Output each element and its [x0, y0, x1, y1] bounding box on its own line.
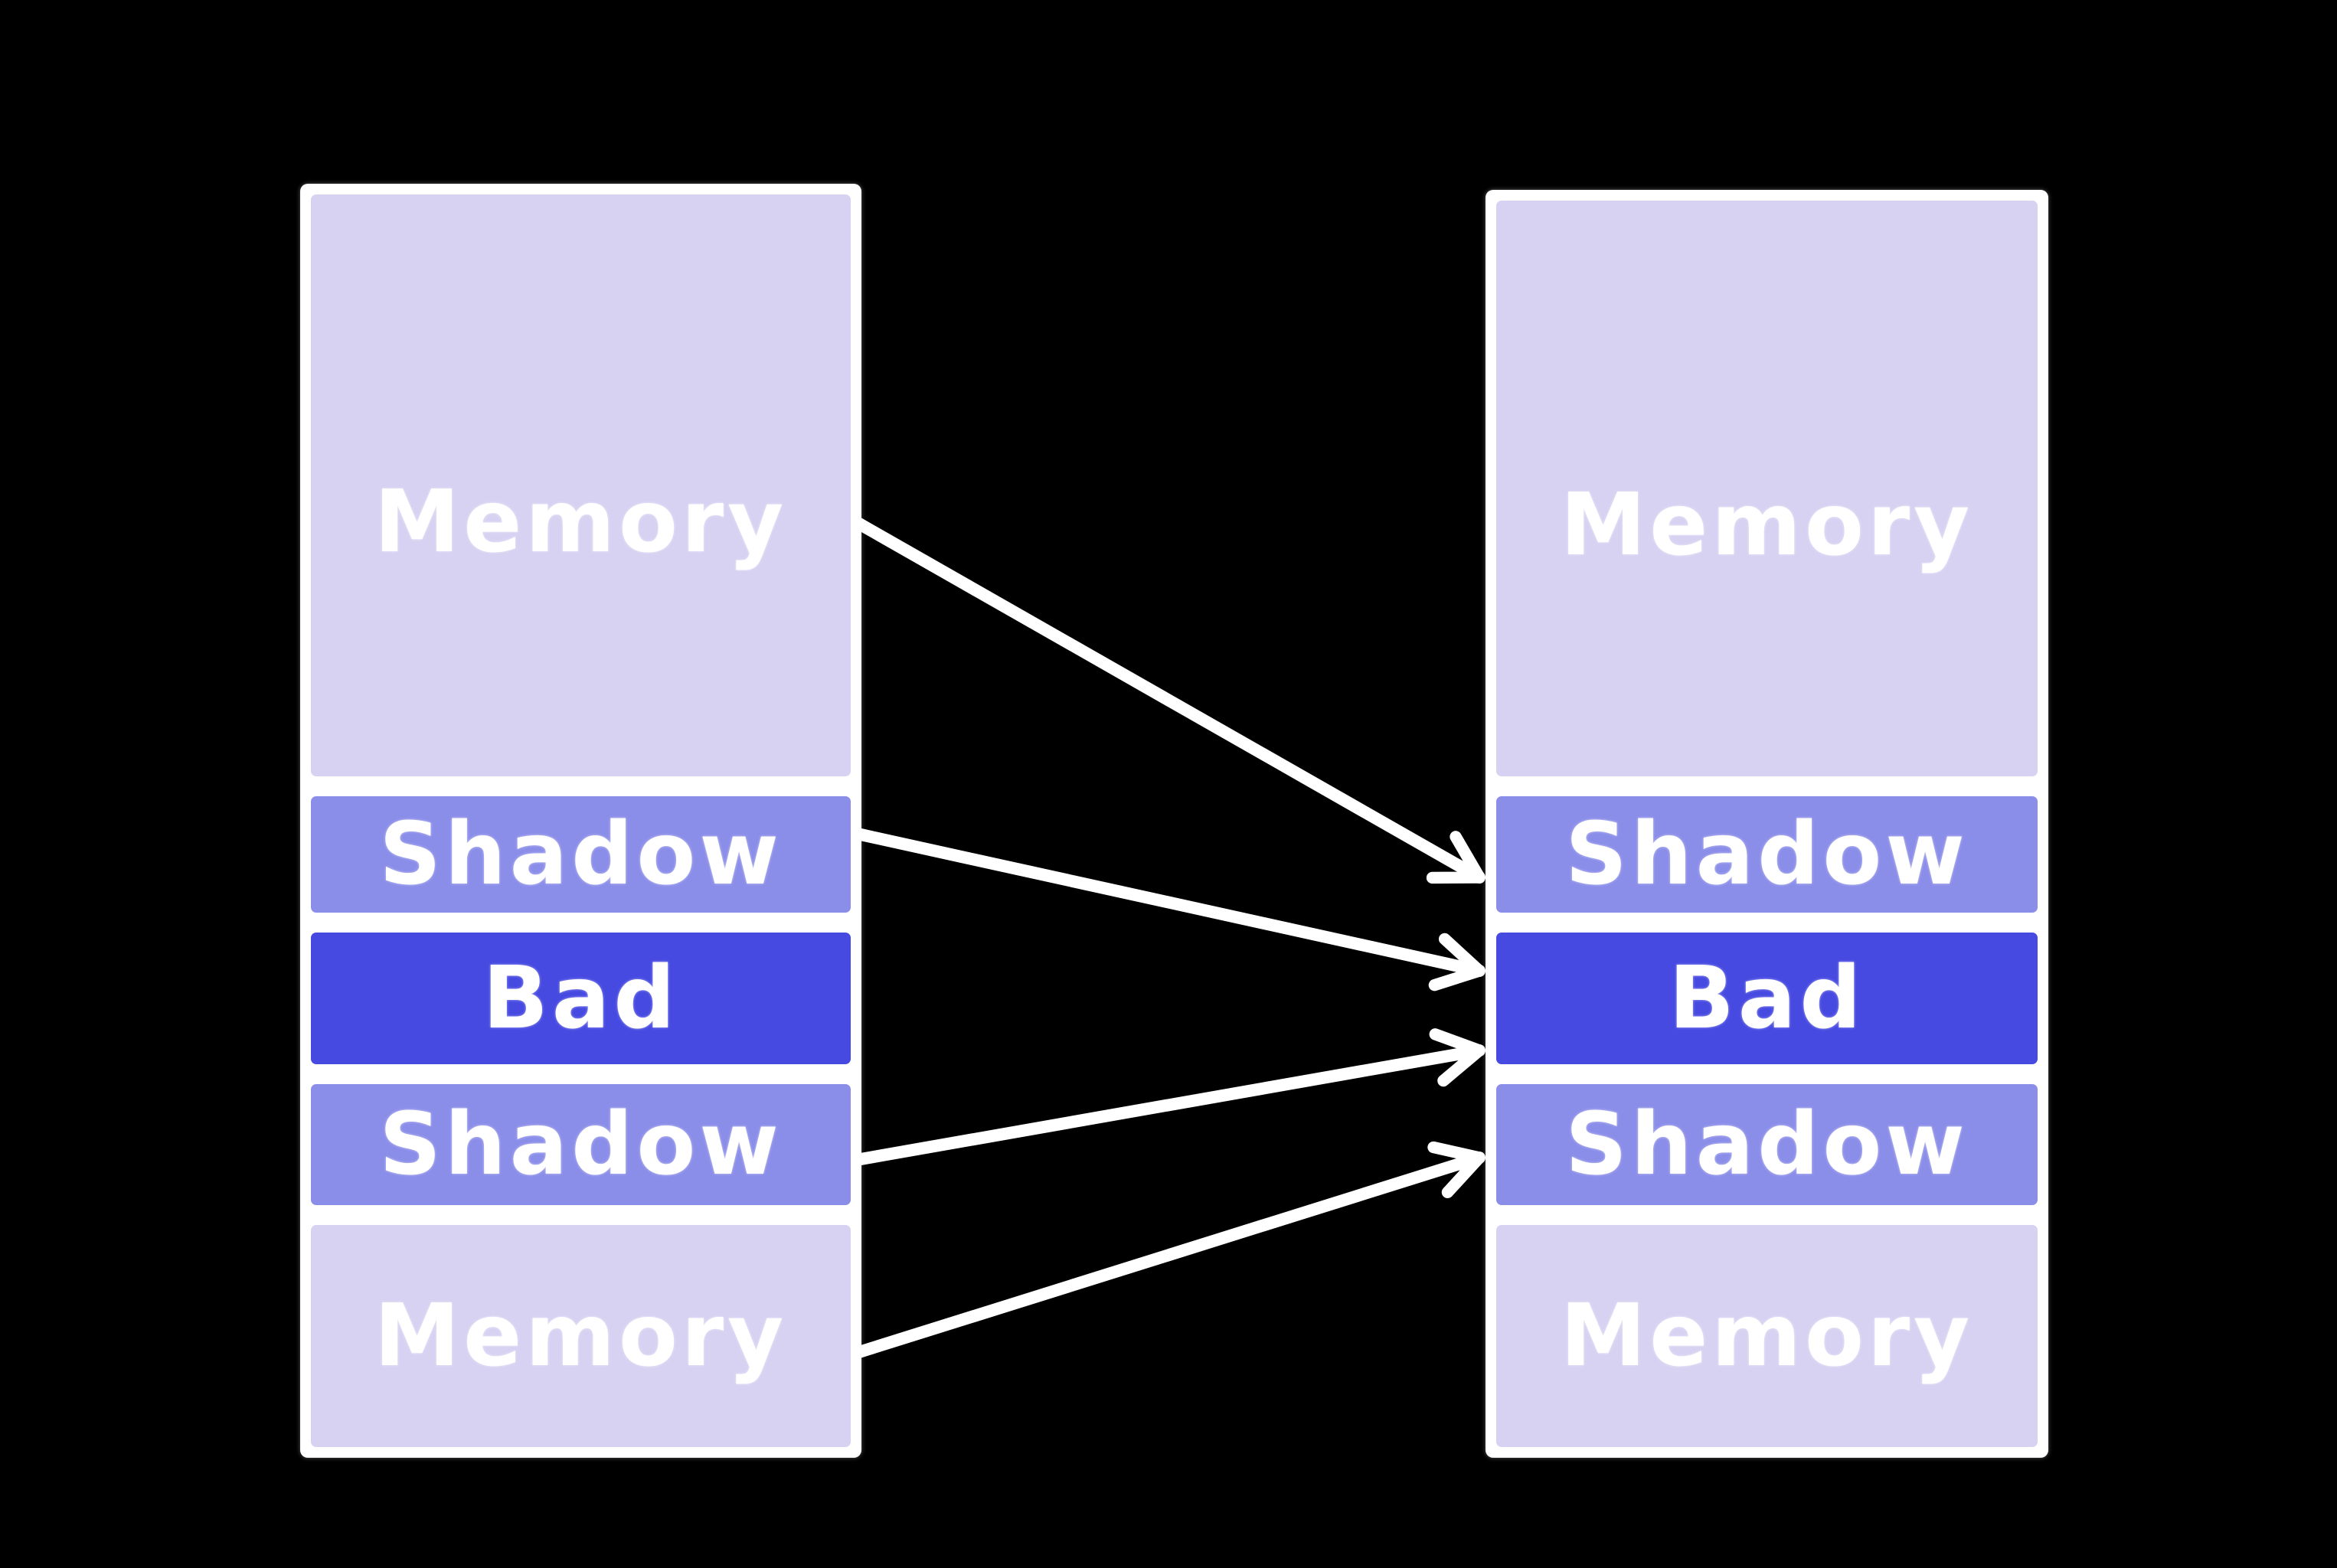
- left-memory-top-segment: Memory: [311, 194, 851, 776]
- left-shadow-bottom-label: Shadow: [379, 1095, 783, 1194]
- right-shadow-top-segment: Shadow: [1496, 796, 2038, 913]
- right-memory-bottom-segment: Memory: [1496, 1225, 2038, 1447]
- left-shadow-top-segment: Shadow: [311, 796, 851, 913]
- right-bad-label: Bad: [1669, 949, 1865, 1048]
- arrow-shadow-top-to-bad: [855, 828, 1486, 991]
- left-shadow-top-label: Shadow: [379, 805, 783, 904]
- arrow-memory-top-to-shadow-top: [853, 518, 1486, 884]
- right-bad-segment: Bad: [1496, 933, 2038, 1064]
- left-shadow-bottom-segment: Shadow: [311, 1084, 851, 1205]
- left-memory-top-label: Memory: [374, 472, 788, 572]
- left-memory-bottom-segment: Memory: [311, 1225, 851, 1447]
- left-memory-bottom-label: Memory: [374, 1286, 788, 1386]
- memory-column-left: Memory Shadow Bad Shadow Memory: [300, 184, 861, 1458]
- right-memory-top-label: Memory: [1560, 475, 1974, 575]
- left-bad-segment: Bad: [311, 933, 851, 1064]
- memory-column-right: Memory Shadow Bad Shadow Memory: [1486, 190, 2048, 1458]
- right-shadow-bottom-label: Shadow: [1565, 1095, 1969, 1194]
- right-shadow-top-label: Shadow: [1565, 805, 1969, 904]
- right-memory-bottom-label: Memory: [1560, 1286, 1974, 1386]
- right-memory-top-segment: Memory: [1496, 201, 2038, 776]
- right-shadow-bottom-segment: Shadow: [1496, 1084, 2038, 1205]
- arrow-memory-bottom-to-shadow-bottom: [853, 1141, 1486, 1358]
- left-bad-label: Bad: [482, 949, 679, 1048]
- arrow-shadow-bottom-to-bad: [855, 1028, 1486, 1165]
